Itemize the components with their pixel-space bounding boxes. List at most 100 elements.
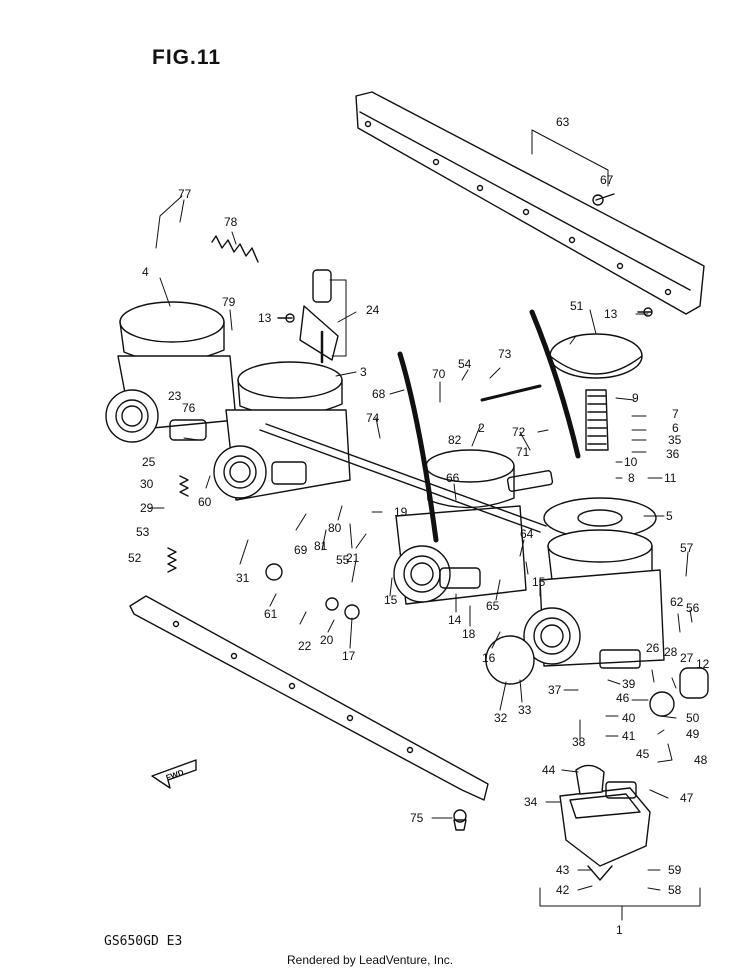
callout-66: 66 [446,471,460,485]
callout-38: 38 [572,735,586,749]
callout-45: 45 [636,747,650,761]
callout-13-left: 13 [258,311,272,325]
callout-10: 10 [624,455,638,469]
callout-56: 56 [686,601,700,615]
callout-27: 27 [680,651,694,665]
bottom-mounting-rail [129,595,489,801]
carburetor-body-left [105,301,237,443]
linkage-shaft-and-tubes [259,309,581,543]
callout-40: 40 [622,711,636,725]
callout-32: 32 [494,711,508,725]
callout-49: 49 [686,727,700,741]
callout-80: 80 [328,521,342,535]
callout-74: 74 [366,411,380,425]
callout-54: 54 [458,357,472,371]
callout-23: 23 [168,389,182,403]
callout-79: 79 [222,295,236,309]
callout-42: 42 [556,883,570,897]
callout-82: 82 [448,433,462,447]
callout-15-right: 15 [532,575,546,589]
springs-and-screws [167,193,709,831]
callout-1: 1 [616,923,623,937]
callout-12: 12 [696,657,710,671]
callout-58: 58 [668,883,682,897]
callout-22: 22 [298,639,312,653]
callout-52: 52 [128,551,142,565]
callout-14: 14 [448,613,462,627]
callout-72: 72 [512,425,526,439]
callout-44: 44 [542,763,556,777]
float-bowl [559,764,651,881]
forward-direction-arrow [151,759,197,789]
callout-71: 71 [516,445,530,459]
callout-34: 34 [524,795,538,809]
callout-53: 53 [136,525,150,539]
callout-51: 51 [570,299,584,313]
callout-4: 4 [142,265,149,279]
callout-70: 70 [432,367,446,381]
callout-24: 24 [366,303,380,317]
callout-7: 7 [672,407,679,421]
callout-5: 5 [666,509,673,523]
figure-title: FIG.11 [152,46,222,69]
callout-36: 36 [666,447,680,461]
callout-2: 2 [478,421,485,435]
callout-69: 69 [294,543,308,557]
callout-41: 41 [622,729,636,743]
callout-25: 25 [142,455,156,469]
callout-78: 78 [224,215,238,229]
model-code: GS650GD E3 [104,934,183,949]
top-mounting-rail [355,91,705,315]
callout-28: 28 [664,645,678,659]
callout-15-left: 15 [384,593,398,607]
callout-63: 63 [556,115,570,129]
callout-43: 43 [556,863,570,877]
callout-29: 29 [140,501,154,515]
callout-61: 61 [264,607,278,621]
callout-68: 68 [372,387,386,401]
callout-47: 47 [680,791,694,805]
callout-75: 75 [410,811,424,825]
callout-3: 3 [360,365,367,379]
callout-8: 8 [628,471,635,485]
callout-35: 35 [668,433,682,447]
callout-55: 55 [336,553,350,567]
callout-39: 39 [622,677,636,691]
callout-30: 30 [140,477,154,491]
carburetor-body-third [393,449,527,605]
callout-6: 6 [672,421,679,435]
callout-50: 50 [686,711,700,725]
callout-26: 26 [646,641,660,655]
callout-46: 46 [616,691,630,705]
callout-33: 33 [518,703,532,717]
callout-76: 76 [182,401,196,415]
callout-31: 31 [236,571,250,585]
callout-62: 62 [670,595,684,609]
callout-60: 60 [198,495,212,509]
render-credit: Rendered by LeadVenture, Inc. [287,953,454,967]
carburetor-body-right [523,333,665,669]
callout-77: 77 [178,187,192,201]
callout-19: 19 [394,505,408,519]
callout-64: 64 [520,527,534,541]
leader-lines [149,195,693,891]
callout-67: 67 [600,173,614,187]
callout-18: 18 [462,627,476,641]
carburetor-body-second [213,361,351,501]
callout-17: 17 [342,649,356,663]
callout-21: 21 [346,551,360,565]
callout-57: 57 [680,541,694,555]
callout-37: 37 [548,683,562,697]
callout-16: 16 [482,651,496,665]
callout-13-right: 13 [604,307,618,321]
callout-73: 73 [498,347,512,361]
callout-9: 9 [632,391,639,405]
callout-11: 11 [664,471,677,485]
callout-20: 20 [320,633,334,647]
callout-65: 65 [486,599,500,613]
callout-81: 81 [314,539,328,553]
callout-numbers: 1 2 3 4 5 6 7 8 9 10 11 12 13 13 14 15 1… [128,115,710,937]
callout-48: 48 [694,753,708,767]
